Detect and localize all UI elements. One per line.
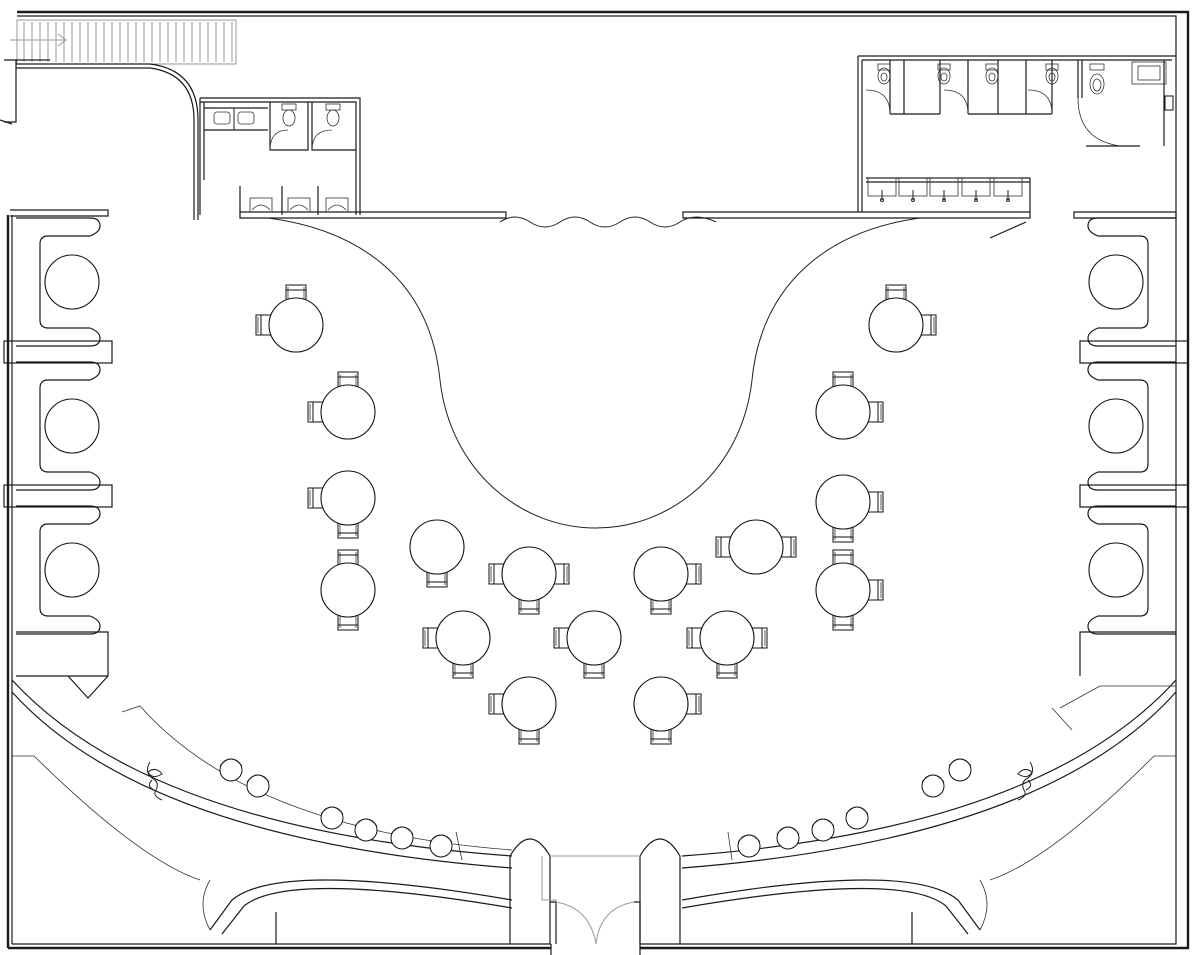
table-group [686,610,768,679]
sink-icon [325,197,349,213]
table-icon [409,519,465,575]
table-group [815,474,884,543]
table-group [633,676,702,745]
table-group [422,610,491,679]
booth-table [16,217,101,347]
sink-icon [213,111,231,125]
plant-icon [1017,761,1034,801]
table-icon [1088,398,1144,454]
urinal-icon [985,63,999,85]
bar-stool-icon [320,806,344,830]
table-group [488,676,557,745]
dining-area [255,284,937,745]
table-icon [868,297,924,353]
table-icon [44,254,100,310]
bar-stool-icon [354,818,378,842]
table-icon [1088,542,1144,598]
stair-icon [10,19,237,65]
table-icon [320,562,376,618]
table-group [553,610,622,679]
table-icon [815,562,871,618]
table-icon [268,297,324,353]
table-icon [501,546,557,602]
restroom-right [857,55,1176,212]
sink-icon [237,111,255,125]
restroom-left [199,97,361,215]
table-group [409,519,465,588]
booth-table [1087,217,1176,347]
table-group [320,549,376,631]
table-icon [501,676,557,732]
booth-table [1087,505,1176,635]
door-swing-icon [555,901,597,945]
entry-corridor [0,59,199,220]
table-group [715,519,797,575]
table-icon [815,384,871,440]
table-icon [320,470,376,526]
table-icon [728,519,784,575]
plant-icon [146,761,163,801]
dance-floor-outline [267,217,921,529]
table-group [633,546,702,615]
table-icon [44,398,100,454]
sink-icon [249,197,273,213]
table-icon [320,384,376,440]
toilet-icon [281,103,297,127]
toilet-icon [325,103,341,127]
table-icon [699,610,755,666]
booth-table [16,505,101,635]
outer-walls [6,10,1190,955]
table-group [255,284,324,353]
main-entrance [509,838,681,945]
table-icon [815,474,871,530]
sink-icon [929,177,959,202]
bar-stool-icon [845,806,869,830]
table-group [815,549,884,631]
sink-icon [1131,61,1167,85]
bar-stool-icon [737,834,761,858]
sink-icon [867,177,897,202]
booth-table [16,361,101,491]
table-group [815,371,884,440]
bar-stool-icon [429,834,453,858]
table-icon [44,542,100,598]
back-bar [202,879,988,944]
bar-stool-icon [948,758,972,782]
booth-table [1087,361,1176,491]
table-icon [1088,254,1144,310]
table-group [307,371,376,440]
bar-stool-icon [246,774,270,798]
urinal-icon [937,63,951,85]
sink-icon [898,177,928,202]
inner-walls-top [10,209,1177,239]
bar-stool-icon [776,826,800,850]
table-icon [435,610,491,666]
door-swing-icon [595,901,635,945]
booth-seating [3,217,1189,635]
bar-stool-icon [390,826,414,850]
table-group [868,284,937,353]
table-icon [633,546,689,602]
bar-stool-icon [921,774,945,798]
bar-counter [11,631,1177,881]
sink-icon [961,177,991,202]
table-icon [566,610,622,666]
sink-icon [993,177,1023,202]
sink-icon [287,197,311,213]
toilet-icon [1089,63,1105,95]
table-group [307,470,376,539]
urinal-icon [1045,63,1059,85]
bar-stool-icon [219,758,243,782]
bar-stools [219,758,972,858]
table-icon [633,676,689,732]
bar-stool-icon [811,818,835,842]
table-group [488,546,570,615]
urinal-icon [877,63,891,85]
